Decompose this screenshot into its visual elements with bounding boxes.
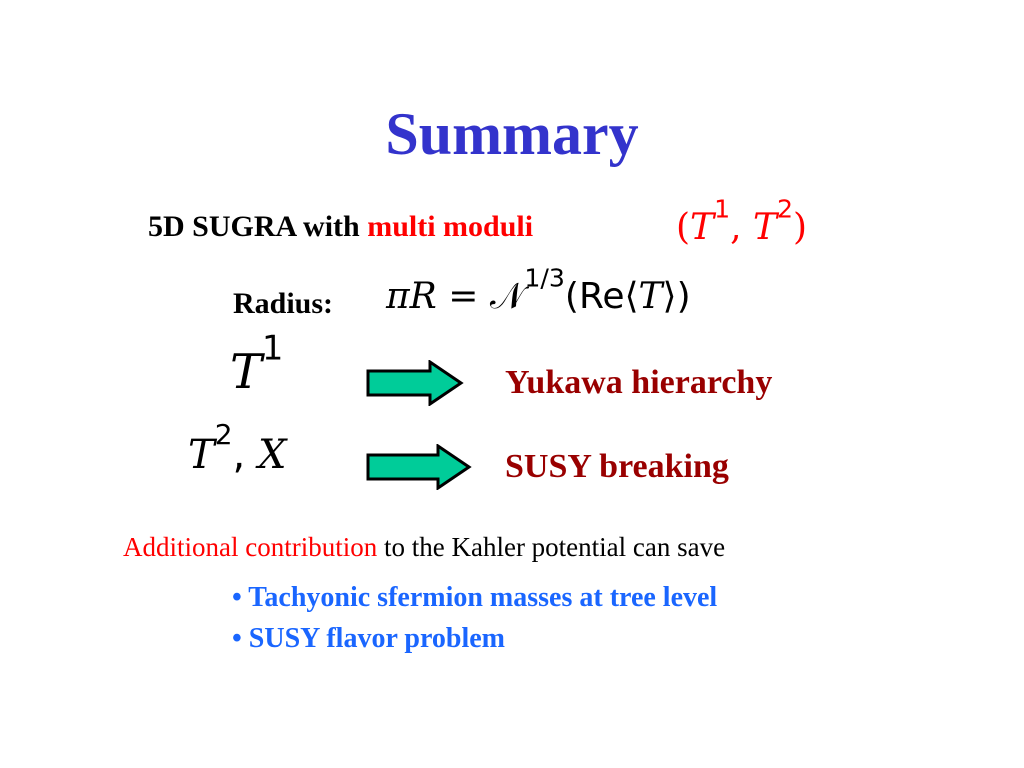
radius-equals: = [436, 276, 490, 317]
radius-close-paren: ) [676, 276, 691, 317]
yukawa-hierarchy-label: Yukawa hierarchy [505, 364, 773, 401]
t2-x-moduli: T2, X [188, 421, 287, 478]
radius-exponent: 1/3 [524, 263, 565, 293]
radius-left-angle: ⟨ [624, 276, 639, 317]
radius-formula: πR = 𝒩1/3(Re⟨T⟩) [386, 265, 691, 318]
t2-symbol: T [188, 432, 215, 478]
moduli-superscript-2: 2 [777, 194, 794, 224]
moduli-separator: , [730, 207, 753, 248]
bullet-item: • SUSY flavor problem [232, 623, 505, 654]
t2-superscript: 2 [214, 418, 233, 452]
radius-open-paren: ( [564, 276, 579, 317]
t1-symbol: T [230, 344, 263, 400]
radius-re: Re [578, 276, 625, 317]
moduli-open-paren: ( [676, 207, 691, 248]
moduli-t-symbol-2: T [752, 207, 777, 248]
sugra-heading-prefix: 5D SUGRA with [148, 210, 368, 243]
sugra-heading: 5D SUGRA with multi moduli [148, 210, 533, 244]
bullet-item: • Tachyonic sfermion masses at tree leve… [232, 582, 718, 613]
t2-separator: , [232, 432, 258, 478]
t1-modulus: T1 [230, 331, 283, 400]
moduli-superscript-1: 1 [714, 194, 731, 224]
moduli-close-paren: ) [793, 207, 808, 248]
moduli-t-symbol-1: T [690, 207, 715, 248]
additional-highlight: Additional contribution [123, 532, 378, 562]
radius-label: Radius: [233, 287, 334, 320]
x-symbol: X [257, 432, 287, 478]
sugra-heading-highlight: multi moduli [367, 210, 534, 243]
moduli-formula: (T1, T2) [676, 196, 808, 248]
additional-contribution-text: Additional contribution to the Kahler po… [123, 532, 725, 563]
right-arrow-icon [366, 444, 472, 490]
additional-rest: to the Kahler potential can save [377, 532, 726, 562]
susy-breaking-label: SUSY breaking [505, 448, 729, 485]
radius-right-angle: ⟩ [662, 276, 677, 317]
right-arrow-icon [366, 360, 464, 406]
t1-superscript: 1 [262, 328, 284, 368]
radius-t: T [638, 276, 663, 317]
radius-r: R [409, 276, 437, 317]
radius-n-symbol: 𝒩 [489, 276, 525, 317]
slide-title: Summary [385, 101, 639, 167]
radius-pi: π [386, 276, 410, 317]
